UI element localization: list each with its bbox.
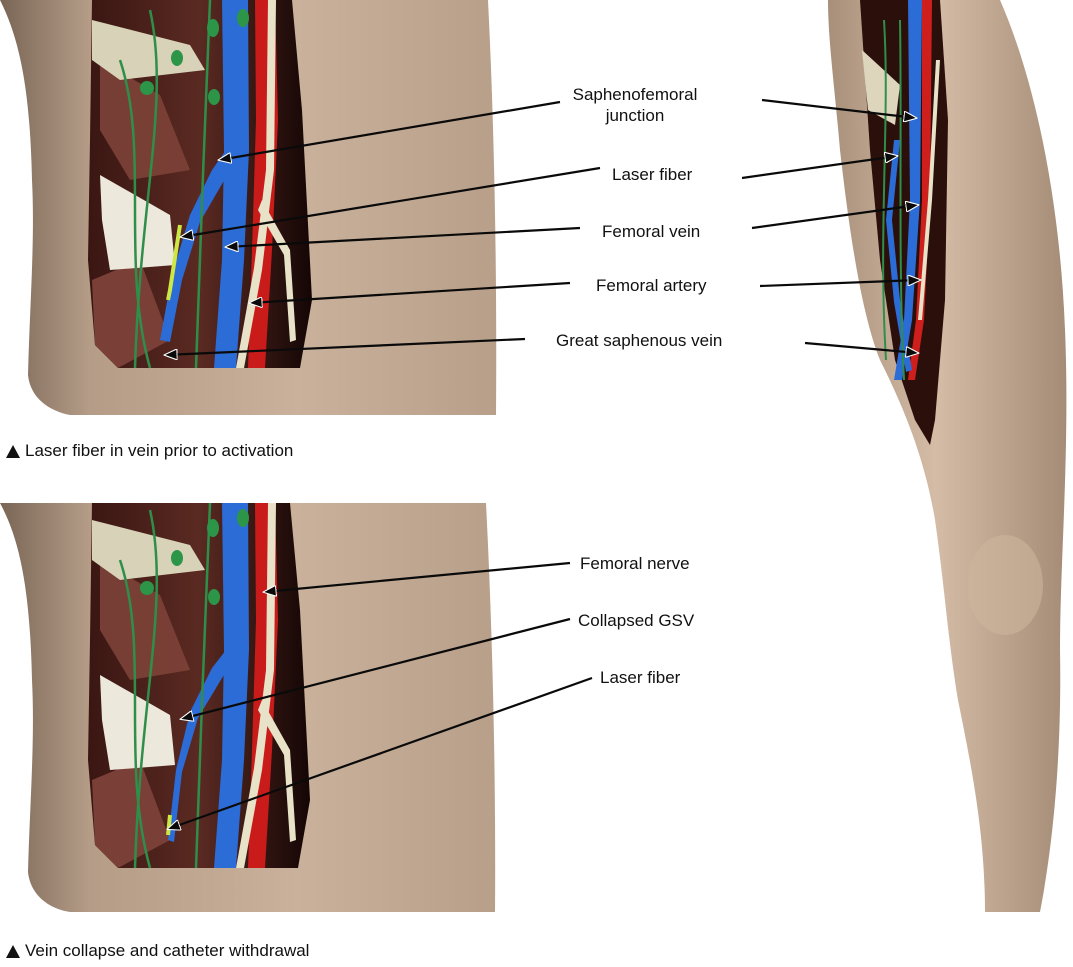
top-panel-illustration [0, 0, 496, 415]
bottom-caption-triangle [6, 945, 20, 958]
bottom-laser-fiber-shape [168, 815, 170, 835]
label-femoral-vein: Femoral vein [602, 221, 700, 242]
leg-knee [967, 535, 1043, 635]
label-femoral-nerve: Femoral nerve [580, 553, 690, 574]
leg-illustration [828, 0, 1066, 912]
label-femoral-artery: Femoral artery [596, 275, 707, 296]
label-great-saphenous-vein: Great saphenous vein [556, 330, 722, 351]
label-collapsed-gsv: Collapsed GSV [578, 610, 694, 631]
bottom-caption: Vein collapse and catheter withdrawal [25, 940, 309, 961]
label-sfj-line2: junction [560, 105, 710, 126]
label-saphenofemoral-junction: Saphenofemoral junction [560, 84, 710, 126]
top-caption-triangle [6, 445, 20, 458]
label-laser-fiber-top: Laser fiber [612, 164, 692, 185]
top-caption: Laser fiber in vein prior to activation [25, 440, 293, 461]
bottom-panel-illustration [0, 503, 495, 912]
label-laser-fiber-bottom: Laser fiber [600, 667, 680, 688]
label-sfj-line1: Saphenofemoral [560, 84, 710, 105]
